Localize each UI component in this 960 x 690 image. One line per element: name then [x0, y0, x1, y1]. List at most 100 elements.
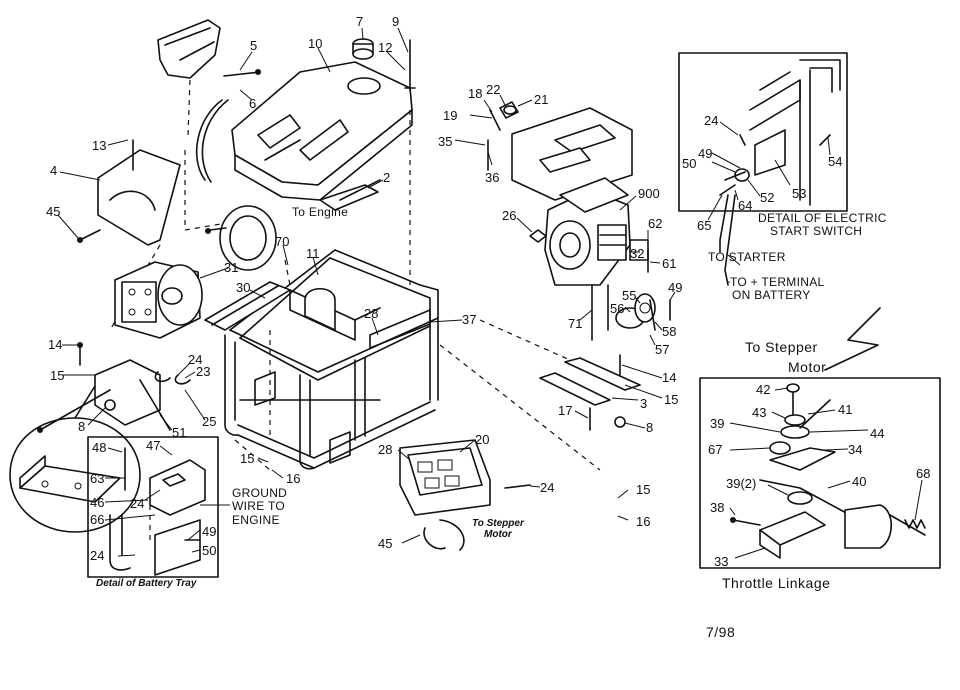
callout: 57: [655, 342, 669, 357]
callout: 25: [202, 414, 216, 429]
callout: 44: [870, 426, 884, 441]
callout: 66: [90, 512, 104, 527]
callout: 51: [172, 425, 186, 440]
engine-mounts: [539, 354, 641, 431]
callout: 22: [486, 82, 500, 97]
bracket-51: [37, 342, 191, 433]
callout: 33: [714, 554, 728, 569]
on-battery-label: ON BATTERY: [732, 288, 811, 302]
start-switch-label: START SWITCH: [770, 224, 862, 238]
callout: 56: [610, 301, 624, 316]
callout: 10: [308, 36, 322, 51]
callout: 48: [92, 440, 106, 455]
control-panel: [399, 439, 531, 551]
callout: 5: [250, 38, 257, 53]
callout: 45: [46, 204, 60, 219]
callout: 32: [630, 246, 644, 261]
callout: 14: [662, 370, 676, 385]
callout: 43: [752, 405, 766, 420]
ground-wire-label-3: ENGINE: [232, 513, 280, 527]
electric-start-detail: [678, 52, 848, 286]
rail-30: [204, 281, 291, 331]
callout: 26: [502, 208, 516, 223]
callout: 46: [90, 495, 104, 510]
callout: 40: [852, 474, 866, 489]
callout: 67: [708, 442, 722, 457]
ground-wire-label-2: WIRE TO: [232, 499, 285, 513]
callout: 21: [534, 92, 548, 107]
callout: 16: [286, 471, 300, 486]
callout: 20: [475, 432, 489, 447]
callout: 14: [48, 337, 62, 352]
callout: 34: [848, 442, 862, 457]
callout: 49: [202, 524, 216, 539]
date-code: 7/98: [706, 624, 735, 640]
to-terminal-label: TO + TERMINAL: [730, 275, 825, 289]
callout: 53: [792, 186, 806, 201]
callout: 24: [540, 480, 554, 495]
callout: 15: [240, 451, 254, 466]
callout: 70: [275, 234, 289, 249]
detail-electric-label: DETAIL OF ELECTRIC: [758, 211, 887, 225]
callout: 16: [636, 514, 650, 529]
callout: 6: [249, 96, 256, 111]
callout: 8: [78, 419, 85, 434]
callout: 2: [383, 170, 390, 185]
callout: 19: [443, 108, 457, 123]
adapter-ring: [205, 205, 277, 271]
frame: [224, 249, 439, 470]
callout: 24: [90, 548, 104, 563]
callout: 9: [392, 14, 399, 29]
callout: 50: [682, 156, 696, 171]
callout: 50: [202, 543, 216, 558]
engine: [511, 107, 671, 341]
callout: 24: [188, 352, 202, 367]
callout: 23: [196, 364, 210, 379]
callout: 28: [378, 442, 392, 457]
bracket-detail-circle: [9, 377, 141, 533]
callout: 15: [636, 482, 650, 497]
callout: 24: [704, 113, 718, 128]
motor-small-label: Motor: [484, 529, 513, 540]
callout: 55: [622, 288, 636, 303]
to-stepper-small-label: To Stepper: [472, 518, 525, 529]
callout: 18: [468, 86, 482, 101]
fuel-tank: [231, 38, 416, 201]
callout: 49: [698, 146, 712, 161]
engine-bracket-2: [319, 179, 381, 211]
callout: 37: [462, 312, 476, 327]
callout: 64: [738, 198, 752, 213]
callout: 36: [485, 170, 499, 185]
callout: 13: [92, 138, 106, 153]
callout: 54: [828, 154, 842, 169]
callout: 15: [50, 368, 64, 383]
callout: 61: [662, 256, 676, 271]
callout: 58: [662, 324, 676, 339]
motor-title: Motor: [788, 359, 826, 375]
callout: 8: [646, 420, 653, 435]
text-labels: To Engine DETAIL OF ELECTRIC START SWITC…: [96, 205, 887, 640]
to-starter-label: TO STARTER: [708, 250, 786, 264]
leader-lines: [57, 27, 923, 559]
callout: 71: [568, 316, 582, 331]
callout: 52: [760, 190, 774, 205]
callout: 42: [756, 382, 770, 397]
callout: 7: [356, 14, 363, 29]
callout: 12: [378, 40, 392, 55]
callout: 38: [710, 500, 724, 515]
callout: 4: [50, 163, 57, 178]
callout-numbers: 7 9 5 10 12 6 13 4 45 2 31 70 11 30 28 3…: [46, 14, 930, 569]
callout: 39(2): [726, 476, 756, 491]
alternator: [114, 261, 203, 339]
callout: 65: [697, 218, 711, 233]
top-bracket: [157, 19, 221, 136]
callout: 39: [710, 416, 724, 431]
callout: 49: [668, 280, 682, 295]
throttle-linkage-detail: [699, 377, 941, 569]
callout: 68: [916, 466, 930, 481]
bolts-5-6: [195, 69, 261, 183]
callout: 31: [224, 260, 238, 275]
battery-tray-detail: [87, 436, 219, 578]
to-engine-label: To Engine: [292, 205, 348, 219]
